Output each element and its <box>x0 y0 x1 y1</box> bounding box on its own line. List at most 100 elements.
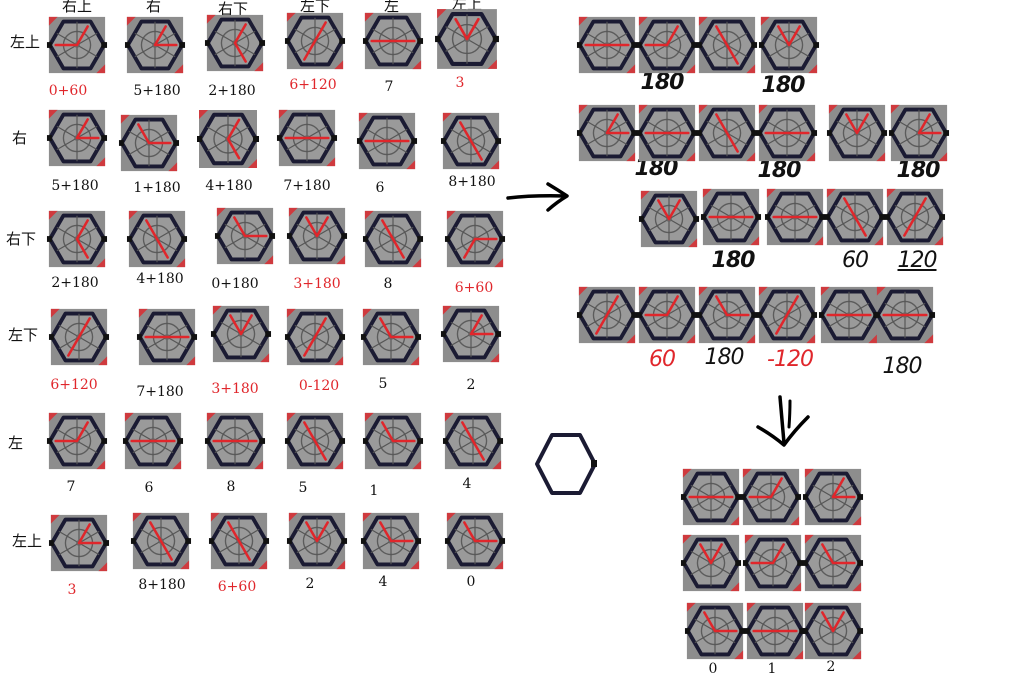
cell-label: 6 <box>375 180 385 196</box>
hexagon-pipe-tile-icon <box>802 534 864 592</box>
cell-label: 7+180 <box>283 178 331 194</box>
hexagon-pipe-tile-icon <box>680 534 742 592</box>
cell-label: 3+180 <box>293 276 341 292</box>
hexagon-pipe-tile-icon <box>826 104 888 162</box>
cell-label: 2 <box>305 576 315 592</box>
cell-label: 3 <box>455 75 465 91</box>
hexagon-pipe-tile-icon <box>444 210 506 268</box>
hexagon-pipe-tile-icon <box>136 308 198 366</box>
hexagon-pipe-tile-icon <box>758 16 820 74</box>
sketch-note: 180 <box>761 73 806 98</box>
row-label: 左上 <box>12 532 43 550</box>
hexagon-pipe-tile-icon <box>824 188 886 246</box>
hexagon-pipe-tile-icon <box>214 207 276 265</box>
hexagon-pipe-tile-icon <box>696 104 758 162</box>
cell-label: 7+180 <box>136 384 184 400</box>
hexagon-pipe-tile-icon <box>440 112 502 170</box>
cell-label: 0 <box>466 574 476 590</box>
sketch-note: 60 <box>649 347 676 372</box>
hexagon-pipe-tile-icon <box>360 512 422 570</box>
hexagon-pipe-tile-icon <box>756 104 818 162</box>
cell-label: 4+180 <box>205 178 253 194</box>
hexagon-pipe-tile-icon <box>442 412 504 470</box>
hexagon-pipe-tile-icon <box>696 16 758 74</box>
cell-label: 4 <box>378 574 388 590</box>
hexagon-pipe-tile-icon <box>696 286 758 344</box>
row-label: 右下 <box>6 230 37 248</box>
column-header: 右上 <box>62 0 93 15</box>
sketch-note: 180 <box>634 156 679 181</box>
hexagon-pipe-tile-icon <box>636 104 698 162</box>
cell-label: 4 <box>462 476 472 492</box>
column-header: 左 <box>384 0 400 15</box>
cell-label: 5 <box>298 480 308 496</box>
cell-label: 4+180 <box>136 271 184 287</box>
cell-label: 8+180 <box>448 174 496 190</box>
cell-label: 0-120 <box>298 378 340 394</box>
row-label: 左下 <box>8 326 39 344</box>
hexagon-pipe-tile-icon <box>636 16 698 74</box>
hexagon-pipe-tile-icon <box>764 188 826 246</box>
sketch-note: 180 <box>896 158 941 183</box>
hexagon-pipe-tile-icon <box>210 305 272 363</box>
result-label: 0 <box>708 661 718 677</box>
hand-drawn-arrow-right-icon <box>506 182 569 212</box>
result-label: 1 <box>767 661 777 677</box>
cell-label: 2+180 <box>208 83 256 99</box>
hexagon-pipe-tile-icon <box>356 112 418 170</box>
row-label: 右 <box>12 129 28 147</box>
sketch-note: 180 <box>882 354 923 379</box>
row-label: 左 <box>8 434 24 452</box>
hexagon-pipe-tile-icon <box>122 412 184 470</box>
hexagon-pipe-tile-icon <box>756 286 818 344</box>
hexagon-pipe-tile-icon <box>684 602 746 660</box>
hexagon-pipe-tile-icon <box>802 468 864 526</box>
cell-label: 6+60 <box>454 280 494 296</box>
hexagon-pipe-tile-icon <box>362 12 424 70</box>
cell-label: 6 <box>144 480 154 496</box>
cell-label: 8 <box>383 276 393 292</box>
cell-label: 3 <box>67 582 77 598</box>
hexagon-pipe-tile-icon <box>362 210 424 268</box>
hexagon-pipe-tile-icon <box>700 188 762 246</box>
hexagon-pipe-tile-icon <box>46 16 108 74</box>
cell-label: 6+120 <box>289 77 337 93</box>
cell-label: 1 <box>369 483 379 499</box>
cell-label: 3+180 <box>211 381 259 397</box>
cell-label: 5 <box>378 376 388 392</box>
hexagon-pipe-tile-icon <box>362 412 424 470</box>
column-header: 左下 <box>300 0 331 15</box>
row-label: 左上 <box>10 33 41 51</box>
hexagon-pipe-tile-icon <box>124 16 186 74</box>
cell-label: 7 <box>384 79 394 95</box>
hexagon-pipe-tile-icon <box>440 305 502 363</box>
hexagon-pipe-tile-icon <box>680 468 742 526</box>
cell-label: 8+180 <box>138 577 186 593</box>
hexagon-pipe-tile-icon <box>48 308 110 366</box>
hexagon-pipe-tile-icon <box>576 16 638 74</box>
sketch-note: 180 <box>757 158 802 183</box>
hexagon-pipe-tile-icon <box>197 110 259 168</box>
hexagon-pipe-tile-icon <box>286 512 348 570</box>
column-header: 左上 <box>452 0 483 13</box>
hexagon-pipe-tile-icon <box>444 512 506 570</box>
hexagon-pipe-tile-icon <box>126 210 188 268</box>
hexagon-pipe-tile-icon <box>118 114 180 172</box>
cell-label: 0+60 <box>48 83 88 99</box>
hexagon-pipe-tile-icon <box>284 308 346 366</box>
sketch-note: -120 <box>767 347 814 372</box>
hexagon-pipe-tile-icon <box>874 286 936 344</box>
hexagon-pipe-tile-icon <box>130 512 192 570</box>
hexagon-pipe-tile-icon <box>286 207 348 265</box>
sketch-note: 180 <box>704 345 745 370</box>
hexagon-pipe-tile-icon <box>818 286 880 344</box>
hexagon-pipe-tile-icon <box>284 12 346 70</box>
cell-label: 5+180 <box>133 83 181 99</box>
cell-label: 2 <box>466 377 476 393</box>
empty-hexagon-icon <box>535 433 597 495</box>
hexagon-pipe-tile-icon <box>360 308 422 366</box>
hexagon-pipe-tile-icon <box>204 412 266 470</box>
hexagon-pipe-tile-icon <box>802 602 864 660</box>
hexagon-pipe-tile-icon <box>284 412 346 470</box>
hexagon-pipe-tile-icon <box>576 286 638 344</box>
